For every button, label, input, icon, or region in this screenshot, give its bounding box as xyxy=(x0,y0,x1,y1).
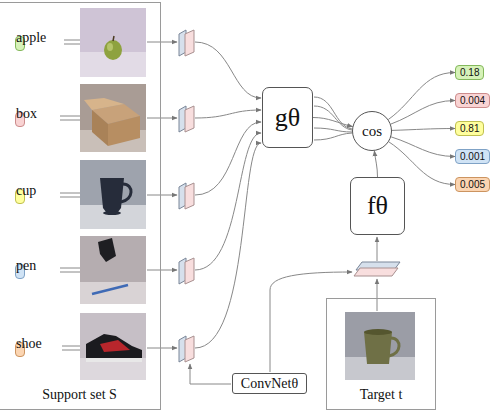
support-set-panel: Support set S apple box cup pen shoe xyxy=(0,2,161,410)
pen-photo xyxy=(80,236,146,304)
class-label: cup xyxy=(15,189,25,204)
target-panel: Target t xyxy=(326,298,436,410)
node-text: 0.005 xyxy=(460,179,485,190)
node-text: cos xyxy=(362,123,382,140)
node-text: box xyxy=(16,107,24,120)
label-link xyxy=(60,40,80,350)
score-label: 0.001 xyxy=(455,149,490,164)
connector xyxy=(388,73,455,120)
node-text: 0.004 xyxy=(460,95,485,106)
target-mug-photo xyxy=(345,312,415,380)
g-embedding-box: gθ xyxy=(262,87,313,148)
node-text: gθ xyxy=(275,103,300,133)
node-text: ConvNetθ xyxy=(241,376,298,392)
connector xyxy=(392,129,455,131)
class-label: apple xyxy=(15,36,25,51)
fan-line xyxy=(314,97,352,140)
cosine-circle: cos xyxy=(352,111,392,151)
node-text: 0.81 xyxy=(460,123,479,134)
class-label: pen xyxy=(15,264,25,279)
embedding-arrow xyxy=(195,42,261,348)
connector xyxy=(391,137,455,157)
connector xyxy=(313,118,353,127)
node-text: 0.001 xyxy=(460,151,485,162)
score-label: 0.18 xyxy=(455,65,484,80)
node-text: Support set S xyxy=(0,387,160,403)
class-label: box xyxy=(15,112,25,127)
node-text: apple xyxy=(16,31,24,44)
shoe-photo xyxy=(80,313,146,380)
node-text: cup xyxy=(16,184,24,197)
connector xyxy=(374,151,377,177)
connector xyxy=(391,101,455,125)
box-photo xyxy=(80,84,146,152)
cup-photo xyxy=(80,160,146,229)
convnet-box: ConvNetθ xyxy=(232,373,307,394)
f-embedding-box: fθ xyxy=(350,177,405,235)
node-text: fθ xyxy=(367,191,388,221)
score-label: 0.81 xyxy=(455,121,484,136)
node-text: Target t xyxy=(327,387,435,403)
apple-photo xyxy=(80,8,146,77)
score-label: 0.005 xyxy=(455,177,490,192)
node-text: shoe xyxy=(16,337,24,350)
convnet-line xyxy=(190,237,377,384)
node-text: 0.18 xyxy=(460,67,479,78)
score-label: 0.004 xyxy=(455,93,490,108)
node-text: pen xyxy=(16,259,24,272)
class-label: shoe xyxy=(15,342,25,357)
photo-arrow xyxy=(147,42,177,348)
